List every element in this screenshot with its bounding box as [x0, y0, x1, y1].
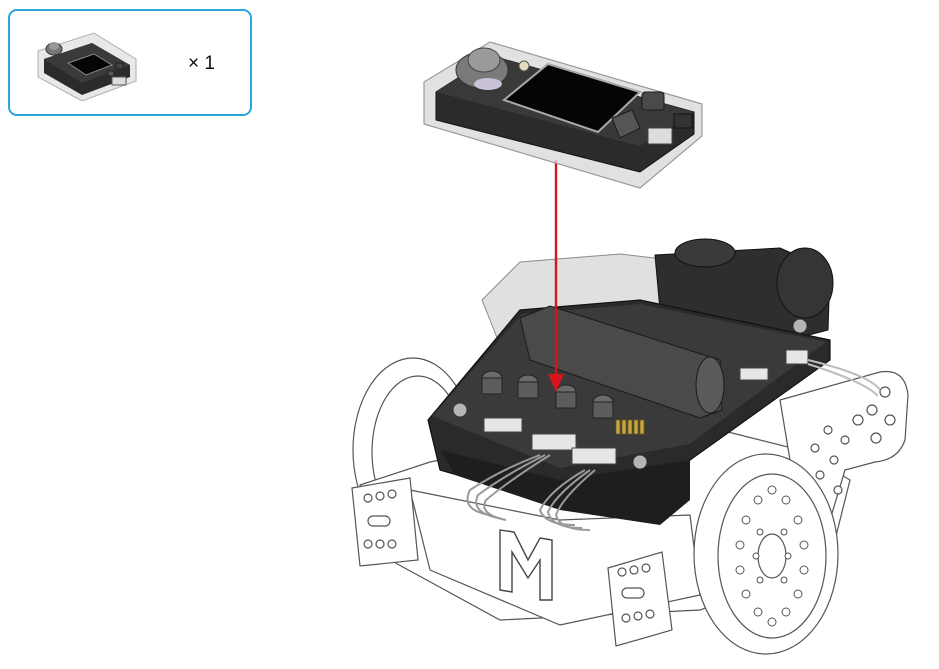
button-a-icon	[641, 91, 665, 111]
board-tray	[440, 450, 690, 525]
right-wheel	[693, 453, 839, 655]
button-b-icon	[611, 109, 641, 139]
header-pins	[615, 419, 645, 435]
quantity-label: × 1	[188, 53, 215, 74]
battery-holder	[519, 305, 725, 419]
ribbon-cables	[466, 359, 881, 531]
insertion-arrow	[548, 160, 564, 392]
controller-module	[423, 41, 703, 189]
left-bracket	[351, 477, 419, 567]
expansion-board	[427, 238, 881, 531]
module-screen	[501, 62, 642, 134]
m-logo-cutout	[499, 529, 553, 601]
usb-port-icon	[647, 127, 673, 145]
parts-list-box: × 1	[8, 9, 252, 116]
board-screws	[452, 318, 808, 470]
controller-module-thumbnail	[37, 32, 137, 101]
joystick-icon	[455, 47, 509, 90]
right-bracket	[607, 551, 673, 647]
board-connectors	[483, 349, 809, 465]
capacitors	[481, 370, 614, 419]
